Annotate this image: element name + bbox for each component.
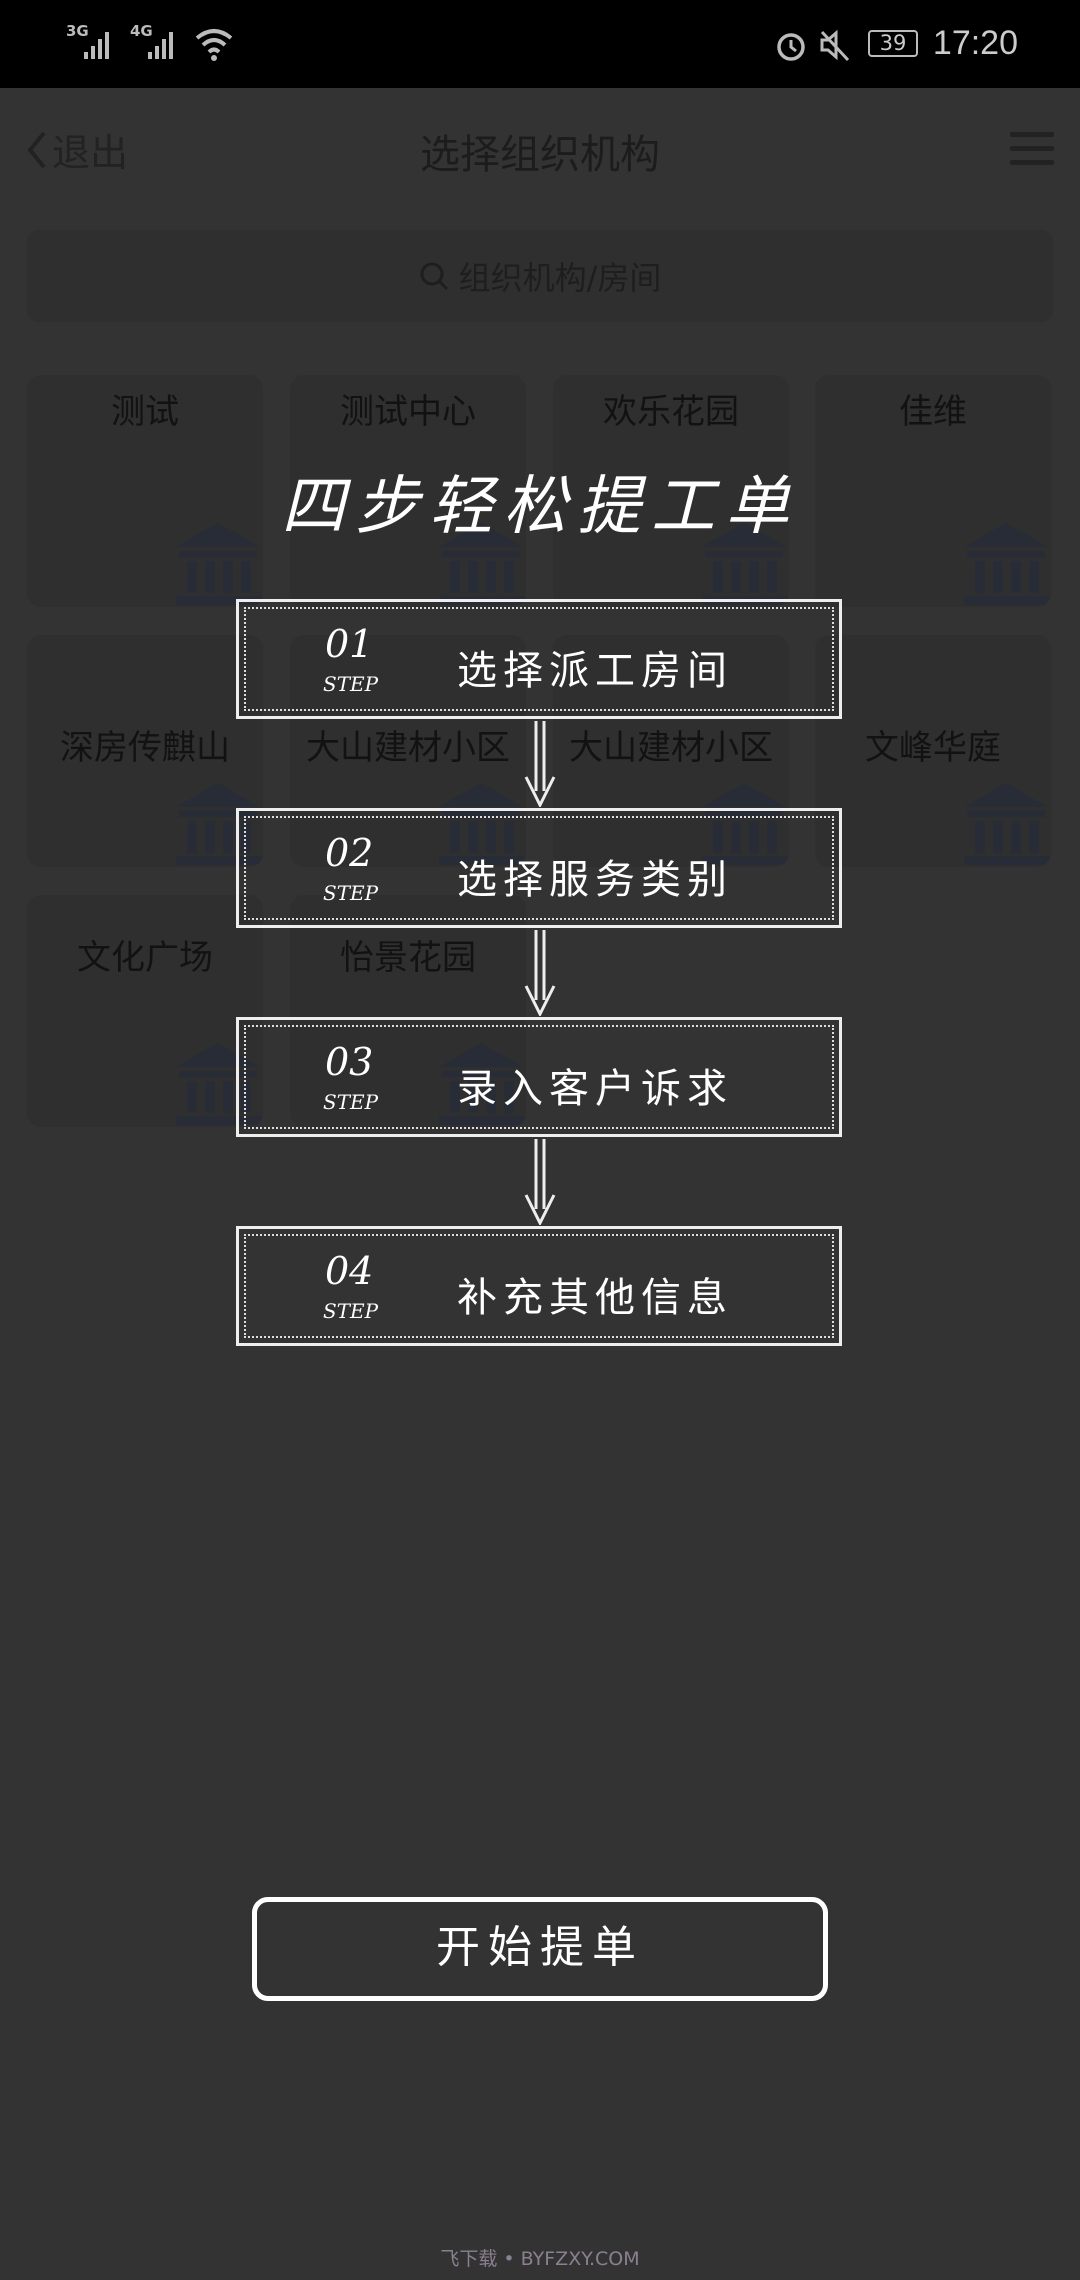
org-card[interactable]: 大山建材小区 — [290, 635, 526, 867]
org-name: 大山建材小区 — [569, 728, 773, 768]
institution-icon — [176, 783, 263, 865]
mute-icon — [820, 29, 850, 62]
search-input[interactable]: 组织机构/房间 — [27, 230, 1053, 322]
step-text: 选择服务类别 — [457, 857, 733, 903]
guide-title: 四步轻松提工单 — [281, 470, 799, 544]
nav-bar: 退出 选择组织机构 — [0, 88, 1080, 210]
step-number: 04 — [325, 1249, 374, 1293]
org-name: 文峰华庭 — [865, 728, 1001, 768]
institution-icon — [176, 1043, 263, 1125]
step-label: STEP — [323, 1090, 379, 1114]
wifi-icon — [195, 29, 233, 61]
step-text: 选择派工房间 — [457, 648, 733, 694]
org-name: 测试 — [111, 392, 179, 432]
step-number: 02 — [325, 831, 374, 875]
signal-bars-icon — [84, 32, 109, 59]
org-card[interactable]: 文峰华庭 — [815, 635, 1051, 867]
step-label: STEP — [323, 1299, 379, 1323]
start-order-button[interactable]: 开始提单 — [252, 1897, 828, 2001]
institution-icon — [702, 783, 789, 865]
org-name: 大山建材小区 — [306, 728, 510, 768]
battery-icon: 39 — [868, 30, 918, 57]
signal-4g-icon: 4G — [130, 22, 153, 40]
org-card[interactable]: 欢乐花园 — [553, 375, 789, 607]
org-name: 怡景花园 — [340, 938, 476, 978]
org-card[interactable]: 怡景花园 — [290, 895, 526, 1127]
arrow-down-icon — [524, 930, 556, 1016]
back-label: 退出 — [52, 131, 129, 175]
watermark: 飞下载 • BYFZXY.COM — [440, 2248, 640, 2270]
institution-icon — [176, 523, 263, 605]
step-number: 03 — [325, 1040, 374, 1084]
org-card[interactable]: 深房传麒山 — [27, 635, 263, 867]
institution-icon — [964, 523, 1051, 605]
institution-icon — [439, 783, 526, 865]
status-bar: 3G 4G 39 17:20 — [0, 0, 1080, 88]
org-card[interactable]: 测试 — [27, 375, 263, 607]
org-card[interactable]: 大山建材小区 — [553, 635, 789, 867]
org-name: 测试中心 — [340, 392, 476, 432]
clock: 17:20 — [932, 24, 1018, 62]
institution-icon — [964, 783, 1051, 865]
alarm-icon — [777, 33, 805, 61]
step-text: 补充其他信息 — [457, 1275, 733, 1321]
signal-3g-icon: 3G — [66, 22, 89, 40]
list-menu-icon[interactable] — [1010, 132, 1054, 166]
org-card[interactable]: 文化广场 — [27, 895, 263, 1127]
org-card[interactable]: 佳维 — [815, 375, 1051, 607]
org-name: 佳维 — [899, 392, 967, 432]
step-label: STEP — [323, 881, 379, 905]
arrow-down-icon — [524, 1139, 556, 1225]
signal-bars-icon — [148, 32, 173, 59]
step-text: 录入客户诉求 — [457, 1066, 733, 1112]
chevron-left-icon — [27, 131, 46, 168]
org-name: 文化广场 — [77, 938, 213, 978]
institution-icon — [439, 1043, 526, 1125]
step-number: 01 — [325, 622, 374, 666]
arrow-down-icon — [524, 721, 556, 807]
back-button[interactable]: 退出 — [26, 122, 128, 177]
search-placeholder: 组织机构/房间 — [458, 259, 662, 297]
step-label: STEP — [323, 672, 379, 696]
search-icon — [420, 262, 448, 291]
page-title: 选择组织机构 — [420, 132, 660, 178]
org-card[interactable]: 测试中心 — [290, 375, 526, 607]
org-name: 深房传麒山 — [60, 728, 230, 768]
org-name: 欢乐花园 — [603, 392, 739, 432]
